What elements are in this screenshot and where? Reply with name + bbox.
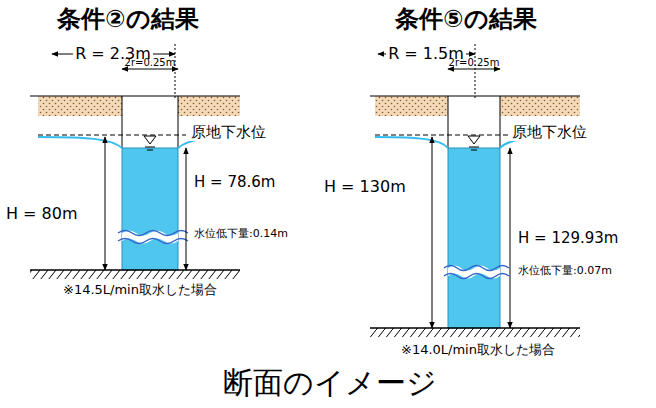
drawdown-curve (375, 137, 448, 148)
panel-title: 条件⑤の結果 (393, 6, 538, 32)
drawdown-label: 水位低下量:0.07m (516, 265, 614, 277)
original-water-level (375, 135, 508, 136)
height-label: H = 80m (4, 205, 80, 223)
height-arrow (510, 148, 511, 328)
radius-limit (175, 44, 176, 100)
diameter-arrow (448, 69, 500, 70)
ground-surface (30, 96, 240, 97)
soil-layer (375, 96, 448, 116)
radius-limit (475, 44, 476, 100)
original-water-level (38, 135, 186, 136)
water-level-symbol (145, 147, 155, 150)
panel-left (30, 44, 240, 279)
break-line (444, 266, 509, 271)
aquifer-bottom (370, 327, 580, 329)
well-wall (122, 96, 123, 148)
well-wall (500, 96, 501, 148)
well-wall (178, 96, 179, 148)
panel-title: 条件②の結果 (55, 6, 200, 32)
diameter-label: 2r=0.25m (123, 57, 178, 68)
aquifer-bottom (30, 269, 240, 271)
pumping-note: ※14.0L/min取水した場合 (399, 343, 557, 357)
diameter-arrow (122, 69, 178, 70)
ground-hatch (370, 328, 580, 337)
height-label: H = 78.6m (192, 174, 277, 191)
ground-hatch (30, 270, 240, 279)
well-water (448, 148, 500, 328)
height-label: H = 130m (322, 178, 408, 196)
water-level-symbol (469, 147, 479, 150)
height-arrow (105, 137, 106, 270)
soil-layer (500, 96, 580, 116)
break-line (118, 231, 188, 236)
height-label: H = 129.93m (516, 230, 620, 247)
water-level-symbol (144, 136, 156, 144)
water-level-symbol (468, 136, 480, 144)
water-level-label: 原地下水位 (510, 124, 589, 141)
caption: 断面のイメージ (223, 366, 437, 399)
diameter-label: 2r=0.25m (447, 57, 502, 68)
well-wall (448, 96, 449, 148)
height-arrow (432, 137, 433, 328)
soil-layer (178, 96, 240, 116)
water-level-label: 原地下水位 (189, 124, 268, 141)
break-line (118, 239, 188, 244)
drawdown-curve (38, 137, 122, 148)
break-line (444, 274, 509, 279)
height-arrow (186, 148, 187, 270)
well-water (122, 148, 178, 270)
pumping-note: ※14.5L/min取水した場合 (61, 283, 219, 297)
drawdown-label: 水位低下量:0.14m (192, 228, 290, 240)
soil-layer (38, 96, 122, 116)
